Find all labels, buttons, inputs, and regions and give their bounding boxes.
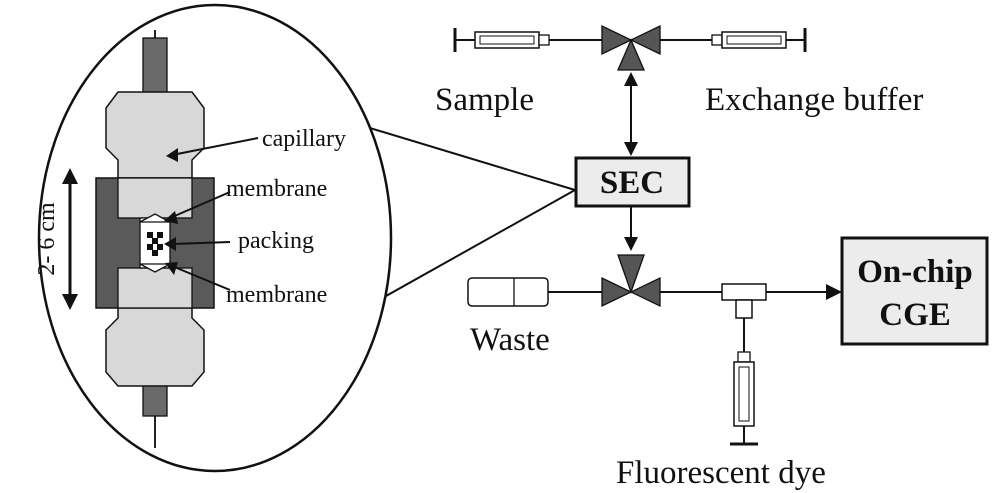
sample-label: Sample	[435, 82, 534, 118]
bottom-three-way-valve	[601, 254, 661, 308]
on-chip-label: On-chip	[857, 254, 973, 290]
top-three-way-valve	[601, 24, 661, 71]
packing-pointer	[171, 241, 231, 245]
membrane-bottom-label: membrane	[226, 282, 327, 308]
membrane-top-pointer	[169, 191, 231, 219]
length-label: 2- 6 cm	[34, 202, 60, 276]
membrane-top-label: membrane	[226, 176, 327, 202]
cge-label: CGE	[879, 297, 951, 333]
packing-material	[147, 232, 163, 256]
sec-box	[574, 156, 691, 208]
union-inner-top	[117, 177, 193, 219]
callout-line-bottom	[369, 189, 576, 306]
capillary-label: capillary	[262, 126, 346, 152]
sec-column-detail: 2- 6 cm capillary membrane packing membr…	[34, 3, 393, 473]
zoom-ellipse	[37, 3, 393, 473]
length-arrow	[62, 168, 78, 310]
membrane-bottom-pointer	[171, 265, 231, 291]
callout-line-top	[359, 124, 576, 191]
capillary-pointer-head	[166, 148, 178, 162]
top-fitting	[105, 91, 205, 179]
valve-sec-arrowhead-down	[624, 142, 638, 156]
packing-label: packing	[238, 228, 314, 254]
membrane-top-pointer-head	[164, 211, 178, 224]
on-chip-cge-box	[840, 236, 989, 346]
waste-label: Waste	[470, 322, 550, 358]
sample-syringe	[453, 28, 550, 52]
fluorescent-dye-label: Fluorescent dye	[616, 455, 826, 491]
exchange-buffer-syringe	[711, 28, 807, 52]
waste-vial	[467, 277, 549, 307]
exchange-buffer-label: Exchange buffer	[705, 82, 923, 118]
tee-connector	[721, 283, 767, 319]
bottom-fitting	[105, 297, 205, 387]
packing-pointer-head	[164, 237, 176, 251]
capillary-pointer	[171, 137, 259, 156]
chip-arrowhead	[826, 284, 842, 300]
membrane-top-shape	[139, 213, 171, 223]
sec-valve-arrowhead	[624, 237, 638, 251]
membrane-bottom-shape	[139, 263, 171, 273]
valve-sec-arrowhead-up	[624, 72, 638, 86]
sec-label: SEC	[600, 165, 664, 201]
membrane-bottom-pointer-head	[165, 262, 178, 275]
fluorescent-dye-syringe	[730, 351, 758, 446]
union-inner-bottom	[117, 267, 193, 309]
